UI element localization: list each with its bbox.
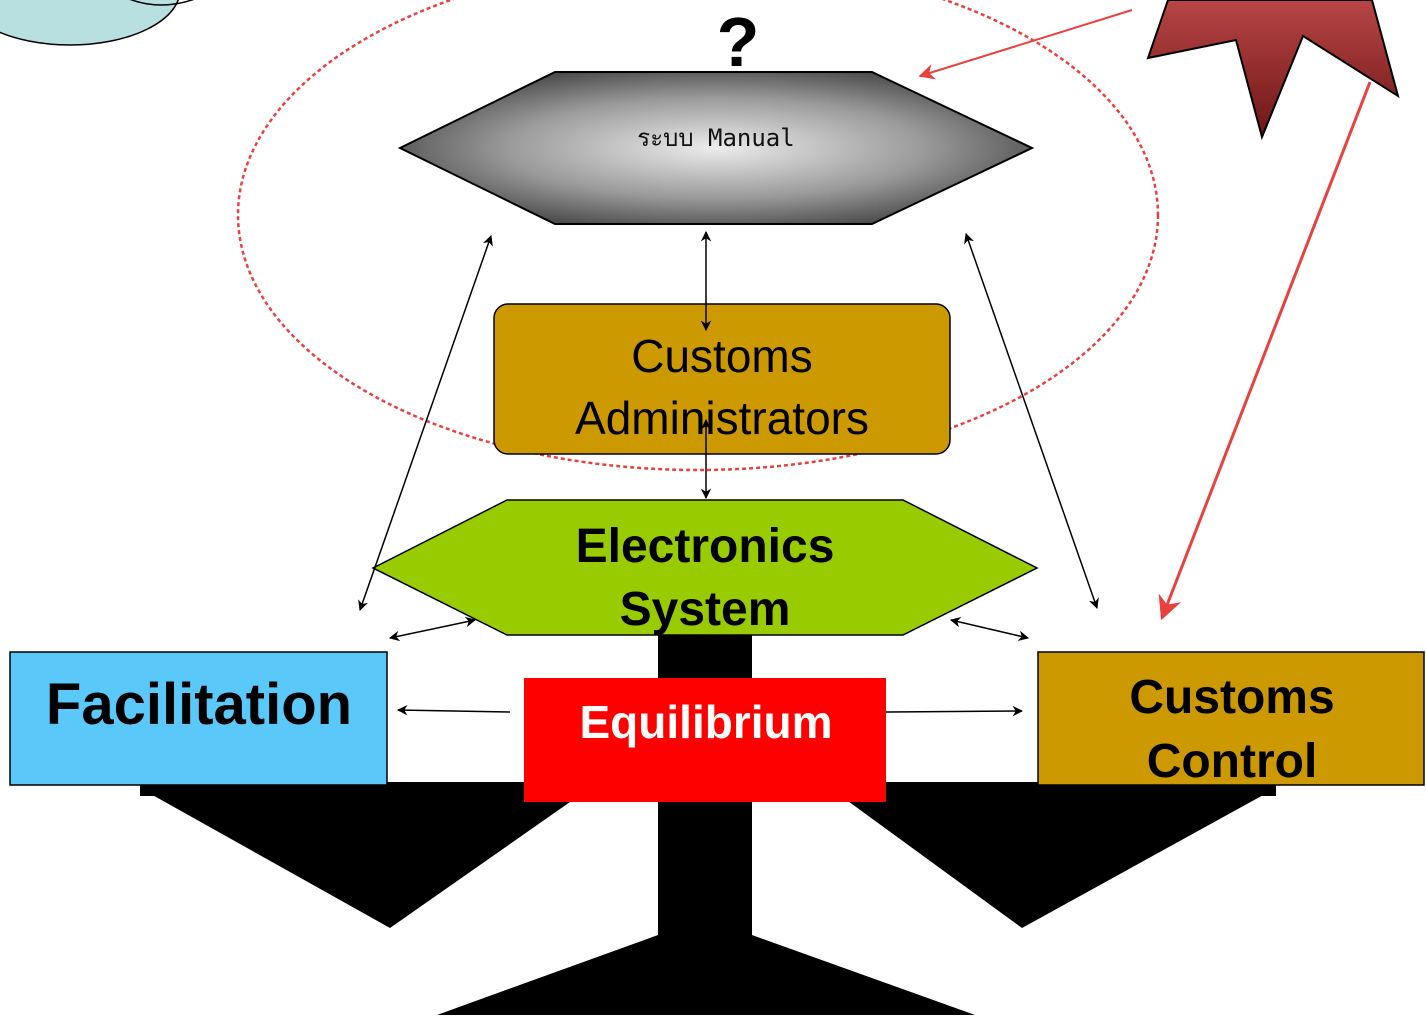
highlight-ellipse — [236, 0, 1160, 472]
customs-control-box — [1037, 651, 1425, 786]
starburst-shape — [1146, 0, 1400, 141]
manual-system-label: ระบบ Manual — [637, 124, 794, 152]
customs-administrators-label-line2: Administrators — [575, 392, 869, 444]
customs-control-label-line2: Control — [1147, 735, 1318, 788]
question-mark: ? — [717, 3, 760, 81]
manual-system-hexagon — [397, 71, 1035, 225]
equilibrium-box — [524, 678, 886, 802]
electronics-system-label-line1: Electronics — [576, 520, 835, 573]
connector-arrows — [358, 230, 1099, 717]
customs-administrators-label-line1: Customs — [631, 330, 812, 382]
customs-control-label-line1: Customs — [1129, 671, 1334, 724]
cloud-shape — [0, 0, 195, 46]
electronics-system-label-line2: System — [620, 583, 791, 636]
facilitation-label: Facilitation — [46, 672, 352, 737]
equilibrium-label: Equilibrium — [580, 696, 833, 748]
facilitation-box — [9, 651, 388, 786]
starburst-arrow-to-control — [1158, 81, 1372, 621]
customs-administrators-box — [493, 303, 951, 455]
starburst-arrow-to-manual — [918, 9, 1133, 80]
